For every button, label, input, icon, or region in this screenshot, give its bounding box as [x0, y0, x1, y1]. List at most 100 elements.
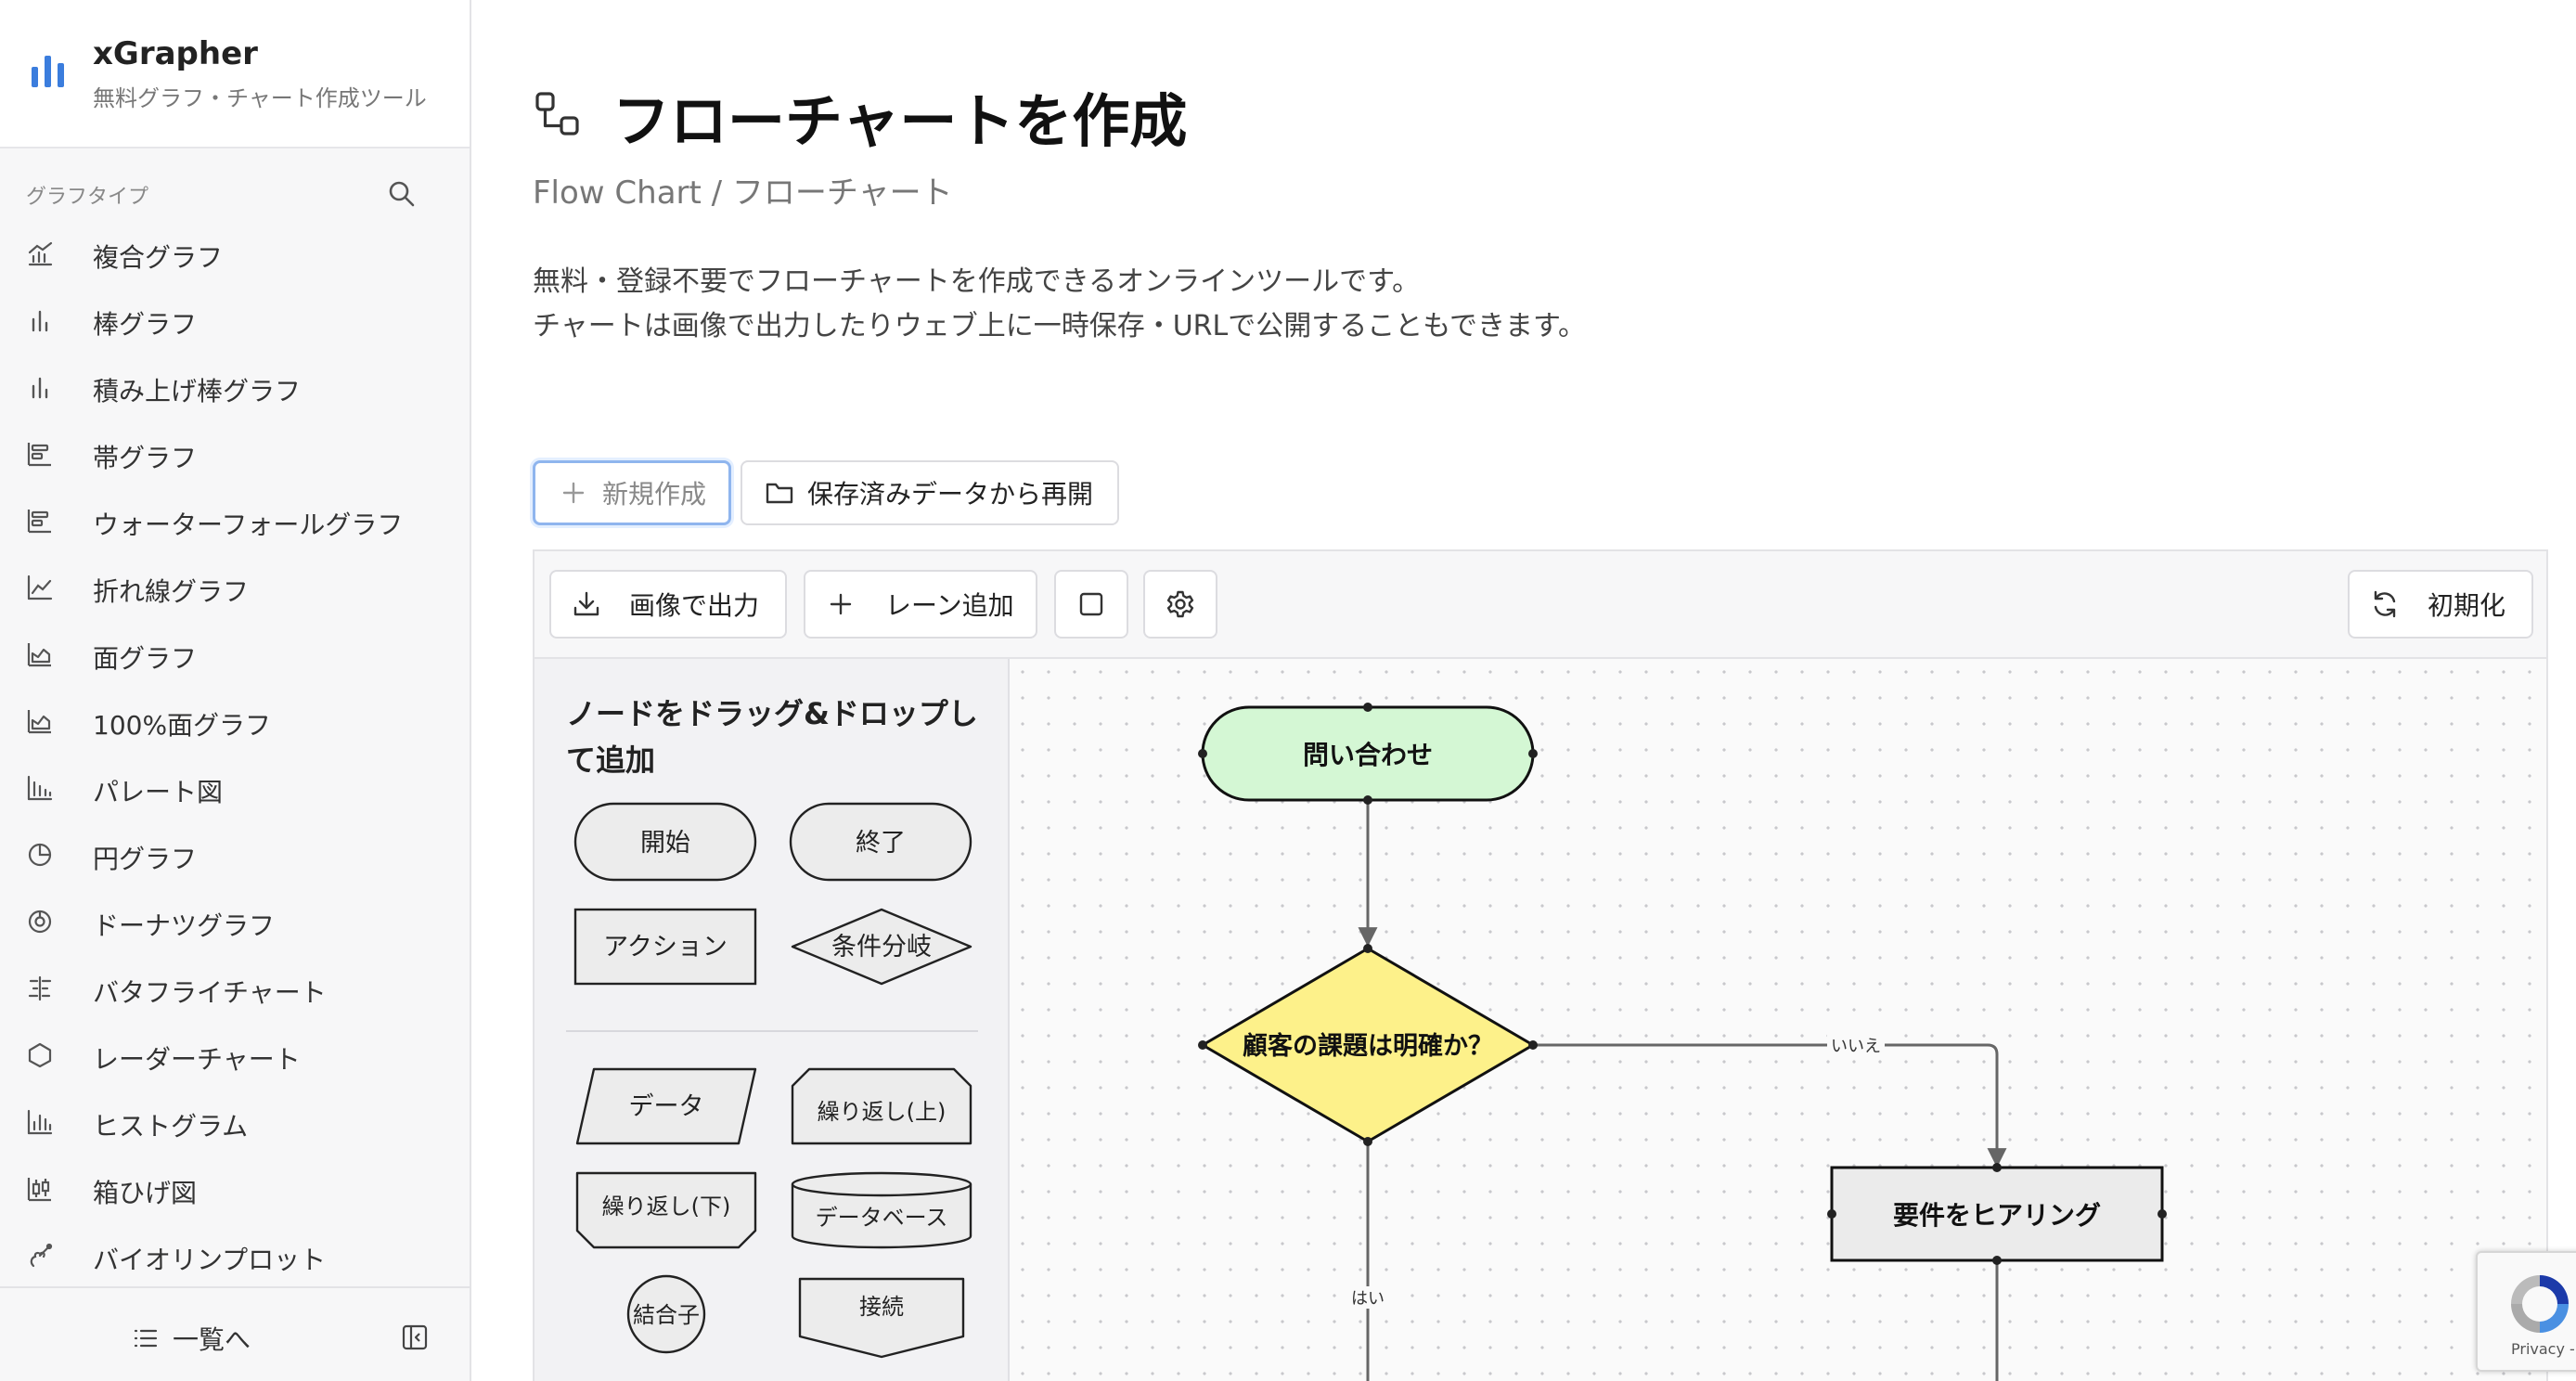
sidebar-item-horizontal-bar[interactable]: 帯グラフ: [0, 419, 470, 486]
flowchart-node-hearing[interactable]: 要件をヒアリング: [1827, 1163, 2167, 1265]
palette-data-node[interactable]: データ: [573, 1065, 759, 1147]
sidebar-item-label: 円グラフ: [93, 844, 198, 874]
gear-icon: [1166, 590, 1194, 618]
logo-bar-chart-icon: [32, 56, 64, 87]
percent-area-chart-icon: [27, 710, 51, 734]
butterfly-chart-icon: [28, 975, 52, 1001]
sidebar-item-line[interactable]: 折れ線グラフ: [0, 553, 470, 620]
palette-start-node[interactable]: 開始: [573, 802, 759, 884]
palette-node-label: 条件分岐: [831, 933, 932, 962]
sidebar-item-label: ヒストグラム: [93, 1111, 249, 1142]
sidebar-item-stacked-bar[interactable]: 積み上げ棒グラフ: [0, 353, 470, 419]
search-icon[interactable]: [386, 178, 418, 210]
section-label: グラフタイプ: [26, 186, 149, 209]
reset-button[interactable]: 初期化: [2348, 570, 2533, 639]
collapse-sidebar-icon[interactable]: [401, 1323, 429, 1351]
sidebar-item-label: バタフライチャート: [93, 977, 327, 1008]
sidebar-item-violin[interactable]: バイオリンプロット: [0, 1221, 470, 1288]
palette-end-node[interactable]: 終了: [789, 802, 974, 884]
square-icon: [1079, 592, 1103, 616]
refresh-icon: [2374, 590, 2396, 618]
palette-divider: [566, 1030, 978, 1032]
sidebar-item-pie[interactable]: 円グラフ: [0, 820, 470, 887]
sidebar-item-label: 積み上げ棒グラフ: [93, 376, 302, 407]
sidebar-item-label: レーダーチャート: [93, 1044, 301, 1075]
palette-action-node[interactable]: アクション: [573, 906, 759, 987]
line-chart-icon: [27, 574, 53, 600]
flowchart-editor: 画像で出力 レーン追加 初期化 ノードをドラッグ&ドロップして追加 開始 終了: [533, 549, 2548, 1381]
export-image-label: 画像で出力: [629, 590, 760, 621]
sidebar-item-label: パレート図: [93, 777, 224, 807]
flowchart-node-decision[interactable]: 顧客の課題は明確か？: [1198, 944, 1538, 1146]
description-line: チャートは画像で出力したりウェブ上に一時保存・URLで公開することもできます。: [533, 310, 1587, 342]
sidebar-item-pareto[interactable]: パレート図: [0, 754, 470, 820]
sidebar-footer: 一覧へ: [0, 1286, 470, 1381]
sidebar-item-label: 帯グラフ: [93, 443, 198, 473]
stacked-bar-chart-icon: [32, 377, 48, 399]
sidebar-item-histogram[interactable]: ヒストグラム: [0, 1088, 470, 1155]
violin-plot-icon: [30, 1243, 53, 1268]
node-label-hearing: 要件をヒアリング: [1893, 1200, 2101, 1231]
palette-decision-node[interactable]: 条件分岐: [789, 906, 974, 987]
node-palette: ノードをドラッグ&ドロップして追加 開始 終了 アクション 条件分岐 データ 繰…: [535, 659, 1010, 1381]
sidebar-item-label: ドーナツグラフ: [93, 910, 276, 941]
palette-node-label: 結合子: [633, 1302, 700, 1328]
palette-loop-bottom-node[interactable]: 繰り返し(下): [573, 1169, 759, 1251]
edge-label-bg: [1827, 1034, 1885, 1056]
sidebar-item-waterfall[interactable]: ウォーターフォールグラフ: [0, 486, 470, 553]
palette-offpage-node[interactable]: 接続: [796, 1275, 967, 1361]
palette-node-label: 繰り返し(下): [602, 1194, 731, 1220]
sidebar-item-box-plot[interactable]: 箱ひげ図: [0, 1155, 470, 1221]
horizontal-bar-chart-icon: [27, 443, 51, 467]
edge-label-no: いいえ: [1831, 1037, 1881, 1056]
palette-node-label: アクション: [603, 933, 728, 962]
resume-saved-label: 保存済みデータから再開: [807, 479, 1094, 510]
area-chart-icon: [27, 643, 51, 667]
sidebar-item-label: 面グラフ: [93, 643, 198, 674]
palette-database-node[interactable]: データベース: [789, 1169, 974, 1251]
edge-label-yes: はい: [1351, 1289, 1385, 1309]
palette-node-label: データ: [629, 1092, 704, 1121]
radar-chart-icon: [28, 1042, 52, 1068]
flowchart-node-inquiry[interactable]: 問い合わせ: [1198, 703, 1538, 805]
toggle-frame-button[interactable]: [1054, 570, 1128, 639]
list-link-label: 一覧へ: [173, 1324, 251, 1355]
page-description: 無料・登録不要でフローチャートを作成できるオンラインツールです。 チャートは画像…: [533, 260, 1586, 349]
pareto-chart-icon: [27, 775, 53, 801]
pie-chart-icon: [28, 843, 52, 867]
brand-header[interactable]: xGrapher 無料グラフ・チャート作成ツール: [0, 0, 470, 148]
sidebar-item-area[interactable]: 面グラフ: [0, 620, 470, 687]
download-icon: [573, 591, 599, 616]
palette-node-label: 接続: [859, 1294, 904, 1320]
export-image-button[interactable]: 画像で出力: [549, 570, 787, 639]
list-link[interactable]: 一覧へ: [132, 1320, 251, 1357]
recaptcha-badge[interactable]: Privacy - Terms: [2476, 1251, 2576, 1372]
folder-icon: [766, 483, 793, 504]
resume-saved-button[interactable]: 保存済みデータから再開: [741, 460, 1119, 525]
palette-connector-node[interactable]: 結合子: [624, 1271, 709, 1357]
sidebar-item-bar[interactable]: 棒グラフ: [0, 286, 470, 353]
flowchart-canvas[interactable]: いいえ はい 問い合わせ 顧客の課題は明確か？ 要件をヒアリング: [1010, 659, 2546, 1381]
sidebar: xGrapher 無料グラフ・チャート作成ツール グラフタイプ 複合グラフ 棒グ…: [0, 0, 471, 1381]
new-chart-button[interactable]: 新規作成: [533, 460, 731, 525]
sidebar-item-label: 箱ひげ図: [93, 1178, 198, 1208]
sidebar-item-label: 100%面グラフ: [93, 710, 272, 741]
sidebar-item-label: ウォーターフォールグラフ: [93, 510, 404, 540]
sidebar-item-combo[interactable]: 複合グラフ: [0, 219, 470, 286]
sidebar-item-percent-area[interactable]: 100%面グラフ: [0, 687, 470, 754]
sidebar-item-donut[interactable]: ドーナツグラフ: [0, 887, 470, 954]
edge-decision-no[interactable]: [1533, 1043, 2007, 1168]
settings-button[interactable]: [1143, 570, 1217, 639]
sidebar-item-butterfly[interactable]: バタフライチャート: [0, 954, 470, 1021]
add-lane-button[interactable]: レーン追加: [804, 570, 1037, 639]
page-subtitle: Flow Chart / フローチャート: [533, 174, 953, 212]
recaptcha-privacy-terms[interactable]: Privacy - Terms: [2511, 1340, 2576, 1358]
sidebar-item-radar[interactable]: レーダーチャート: [0, 1021, 470, 1088]
plus-icon: [562, 482, 585, 504]
chart-type-nav: 複合グラフ 棒グラフ 積み上げ棒グラフ 帯グラフ ウォーターフォールグラフ 折れ…: [0, 219, 470, 1288]
palette-node-label: 繰り返し(上): [818, 1099, 947, 1125]
description-line: 無料・登録不要でフローチャートを作成できるオンラインツールです。: [533, 265, 1421, 298]
palette-loop-top-node[interactable]: 繰り返し(上): [789, 1065, 974, 1147]
palette-title: ノードをドラッグ&ドロップして追加: [566, 696, 978, 778]
edge-label-bg: [1346, 1286, 1390, 1309]
